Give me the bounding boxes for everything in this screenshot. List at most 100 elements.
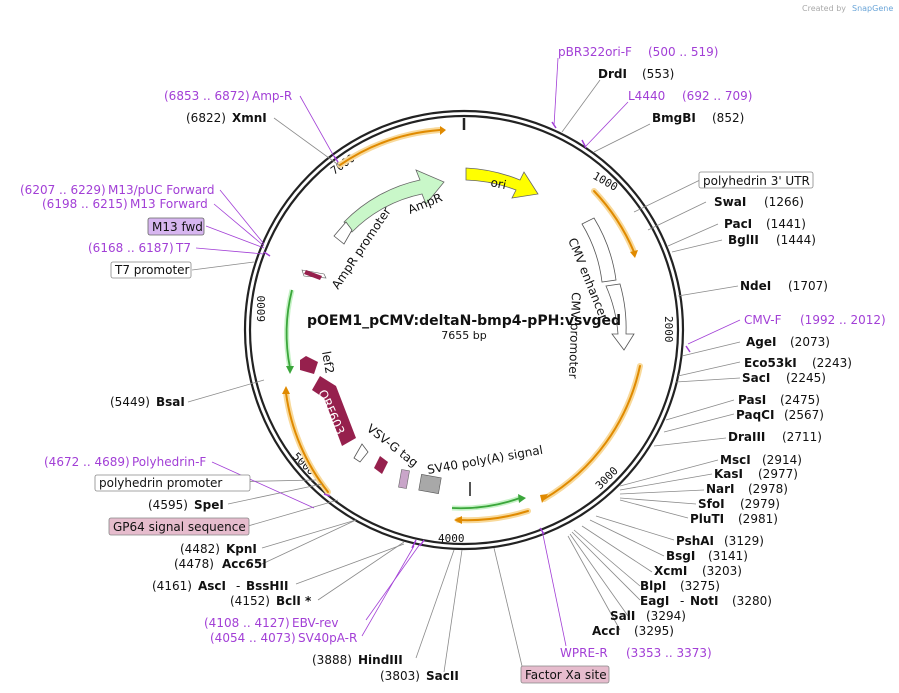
label-spei[interactable]: SpeI [194, 498, 224, 512]
leader-lines [187, 57, 741, 673]
label-l4440-range: (692 .. 709) [682, 89, 752, 103]
box-gp64[interactable] [108, 517, 250, 536]
cmv-enhancer-feature[interactable] [581, 217, 617, 283]
label-drdi[interactable]: DrdI [598, 67, 627, 81]
label-xmni[interactable]: XmnI [232, 111, 267, 125]
label-paqci-pos: (2567) [784, 408, 824, 422]
label-m13f-name[interactable]: M13 Forward [130, 197, 208, 211]
label-sali[interactable]: SalI [610, 609, 635, 623]
label-ampr-range: (6853 .. 6872) [164, 89, 250, 103]
label-l4440-name[interactable]: L4440 [628, 89, 665, 103]
label-noti[interactable]: NotI [690, 594, 719, 608]
vsvg-tag-feature[interactable] [374, 456, 388, 474]
ampr-feature[interactable] [343, 169, 445, 233]
label-noti-pos: (3280) [732, 594, 772, 608]
lef2-feature[interactable] [300, 356, 318, 374]
label-polyhf-name[interactable]: Polyhedrin-F [132, 455, 206, 469]
label-bsshii[interactable]: BssHII [246, 579, 288, 593]
label-agei[interactable]: AgeI [746, 335, 776, 349]
label-acci[interactable]: AccI [592, 624, 620, 638]
label-kasi-pos: (2977) [758, 467, 798, 481]
label-cmvf-name[interactable]: CMV-F [744, 313, 782, 327]
sv40-label: SV40 poly(A) signal [426, 443, 544, 477]
label-msci[interactable]: MscI [720, 453, 751, 467]
label-m13fwd: M13 fwd [152, 220, 203, 234]
label-sv40par-range: (4054 .. 4073) [210, 631, 296, 645]
label-blpi-pos: (3275) [680, 579, 720, 593]
label-saci[interactable]: SacI [742, 371, 770, 385]
label-asci-pos: (4161) [152, 579, 192, 593]
plasmid-title: pOEM1_pCMV:deltaN-bmp4-pPH:vsvged [307, 313, 621, 329]
box-m13fwd[interactable] [147, 217, 205, 236]
label-kpni[interactable]: KpnI [226, 542, 257, 556]
label-pbr322-name[interactable]: pBR322ori-F [558, 45, 632, 59]
label-hindiii-pos: (3888) [312, 653, 352, 667]
label-bglii[interactable]: BglII [728, 233, 759, 247]
label-kasi[interactable]: KasI [714, 467, 743, 481]
label-draiii[interactable]: DraIII [728, 430, 765, 444]
label-kpni-pos: (4482) [180, 542, 220, 556]
orf603-feature[interactable] [312, 376, 356, 446]
label-ndei-pos: (1707) [788, 279, 828, 293]
ori-feature[interactable] [465, 167, 539, 199]
label-sacii[interactable]: SacII [426, 669, 459, 683]
label-bmgbi[interactable]: BmgBI [652, 111, 696, 125]
label-eco53ki[interactable]: Eco53kI [744, 356, 797, 370]
label-bcli[interactable]: BclI * [276, 594, 312, 608]
label-wprer-name[interactable]: WPRE-R [560, 646, 608, 660]
label-bsai[interactable]: BsaI [156, 395, 185, 409]
label-ebvrev-name[interactable]: EBV-rev [292, 616, 338, 630]
orange-arcs [283, 127, 643, 524]
label-swai[interactable]: SwaI [714, 195, 746, 209]
box-t7-promoter[interactable] [110, 261, 192, 279]
lef2-label: lef2 [319, 350, 337, 375]
label-bsgi[interactable]: BsgI [666, 549, 695, 563]
label-acc65i[interactable]: Acc65I [222, 557, 267, 571]
label-pshai[interactable]: PshAI [676, 534, 714, 548]
label-bglii-pos: (1444) [776, 233, 816, 247]
label-pluti[interactable]: PluTI [690, 512, 724, 526]
tick-6000: 6000 [255, 296, 268, 323]
label-bsgi-pos: (3141) [708, 549, 748, 563]
tick-4000: 4000 [438, 532, 465, 545]
label-sv40par-name[interactable]: SV40pA-R [298, 631, 357, 645]
label-m13puc-name[interactable]: M13/pUC Forward [108, 183, 215, 197]
t7-feature[interactable] [304, 270, 322, 280]
cmv-promoter-label: CMV promoter [566, 292, 583, 379]
label-xcmi[interactable]: XcmI [654, 564, 687, 578]
label-blpi[interactable]: BlpI [640, 579, 666, 593]
label-asci[interactable]: AscI [198, 579, 226, 593]
label-pasi[interactable]: PasI [738, 393, 766, 407]
box-factor-xa[interactable] [520, 665, 610, 684]
label-ndei[interactable]: NdeI [740, 279, 771, 293]
ampr-promoter-feature[interactable] [333, 221, 353, 245]
label-pshai-pos: (3129) [724, 534, 764, 548]
label-t7-range: (6168 .. 6187) [88, 241, 174, 255]
label-drdi-pos: (553) [642, 67, 674, 81]
box-polyhedrin-3utr[interactable] [698, 171, 814, 189]
label-eagi[interactable]: EagI [640, 594, 669, 608]
label-nari[interactable]: NarI [706, 482, 735, 496]
label-paci[interactable]: PacI [724, 217, 752, 231]
label-sfoi[interactable]: SfoI [698, 497, 725, 511]
vsvg-small-feature[interactable] [353, 443, 369, 463]
label-eco53ki-pos: (2243) [812, 356, 852, 370]
credit-text: Created by [802, 4, 846, 13]
label-m13puc-range: (6207 .. 6229) [20, 183, 106, 197]
small-pink-feature[interactable] [398, 469, 410, 489]
grey-block-feature[interactable] [418, 474, 442, 494]
label-ampr-name[interactable]: Amp-R [252, 89, 292, 103]
label-paqci[interactable]: PaqCI [736, 408, 774, 422]
label-t7-promoter: T7 promoter [114, 263, 190, 277]
label-cmvf-range: (1992 .. 2012) [800, 313, 886, 327]
box-polyhedrin-promoter[interactable] [94, 474, 251, 492]
label-t7-name[interactable]: T7 [175, 241, 191, 255]
label-sacii-pos: (3803) [380, 669, 420, 683]
label-nari-pos: (2978) [748, 482, 788, 496]
label-xcmi-pos: (3203) [702, 564, 742, 578]
label-hindiii[interactable]: HindIII [358, 653, 403, 667]
label-msci-pos: (2914) [762, 453, 802, 467]
cmv-promoter-feature[interactable] [605, 283, 635, 351]
vsvg-tag-label: VSV-G tag [364, 421, 421, 470]
